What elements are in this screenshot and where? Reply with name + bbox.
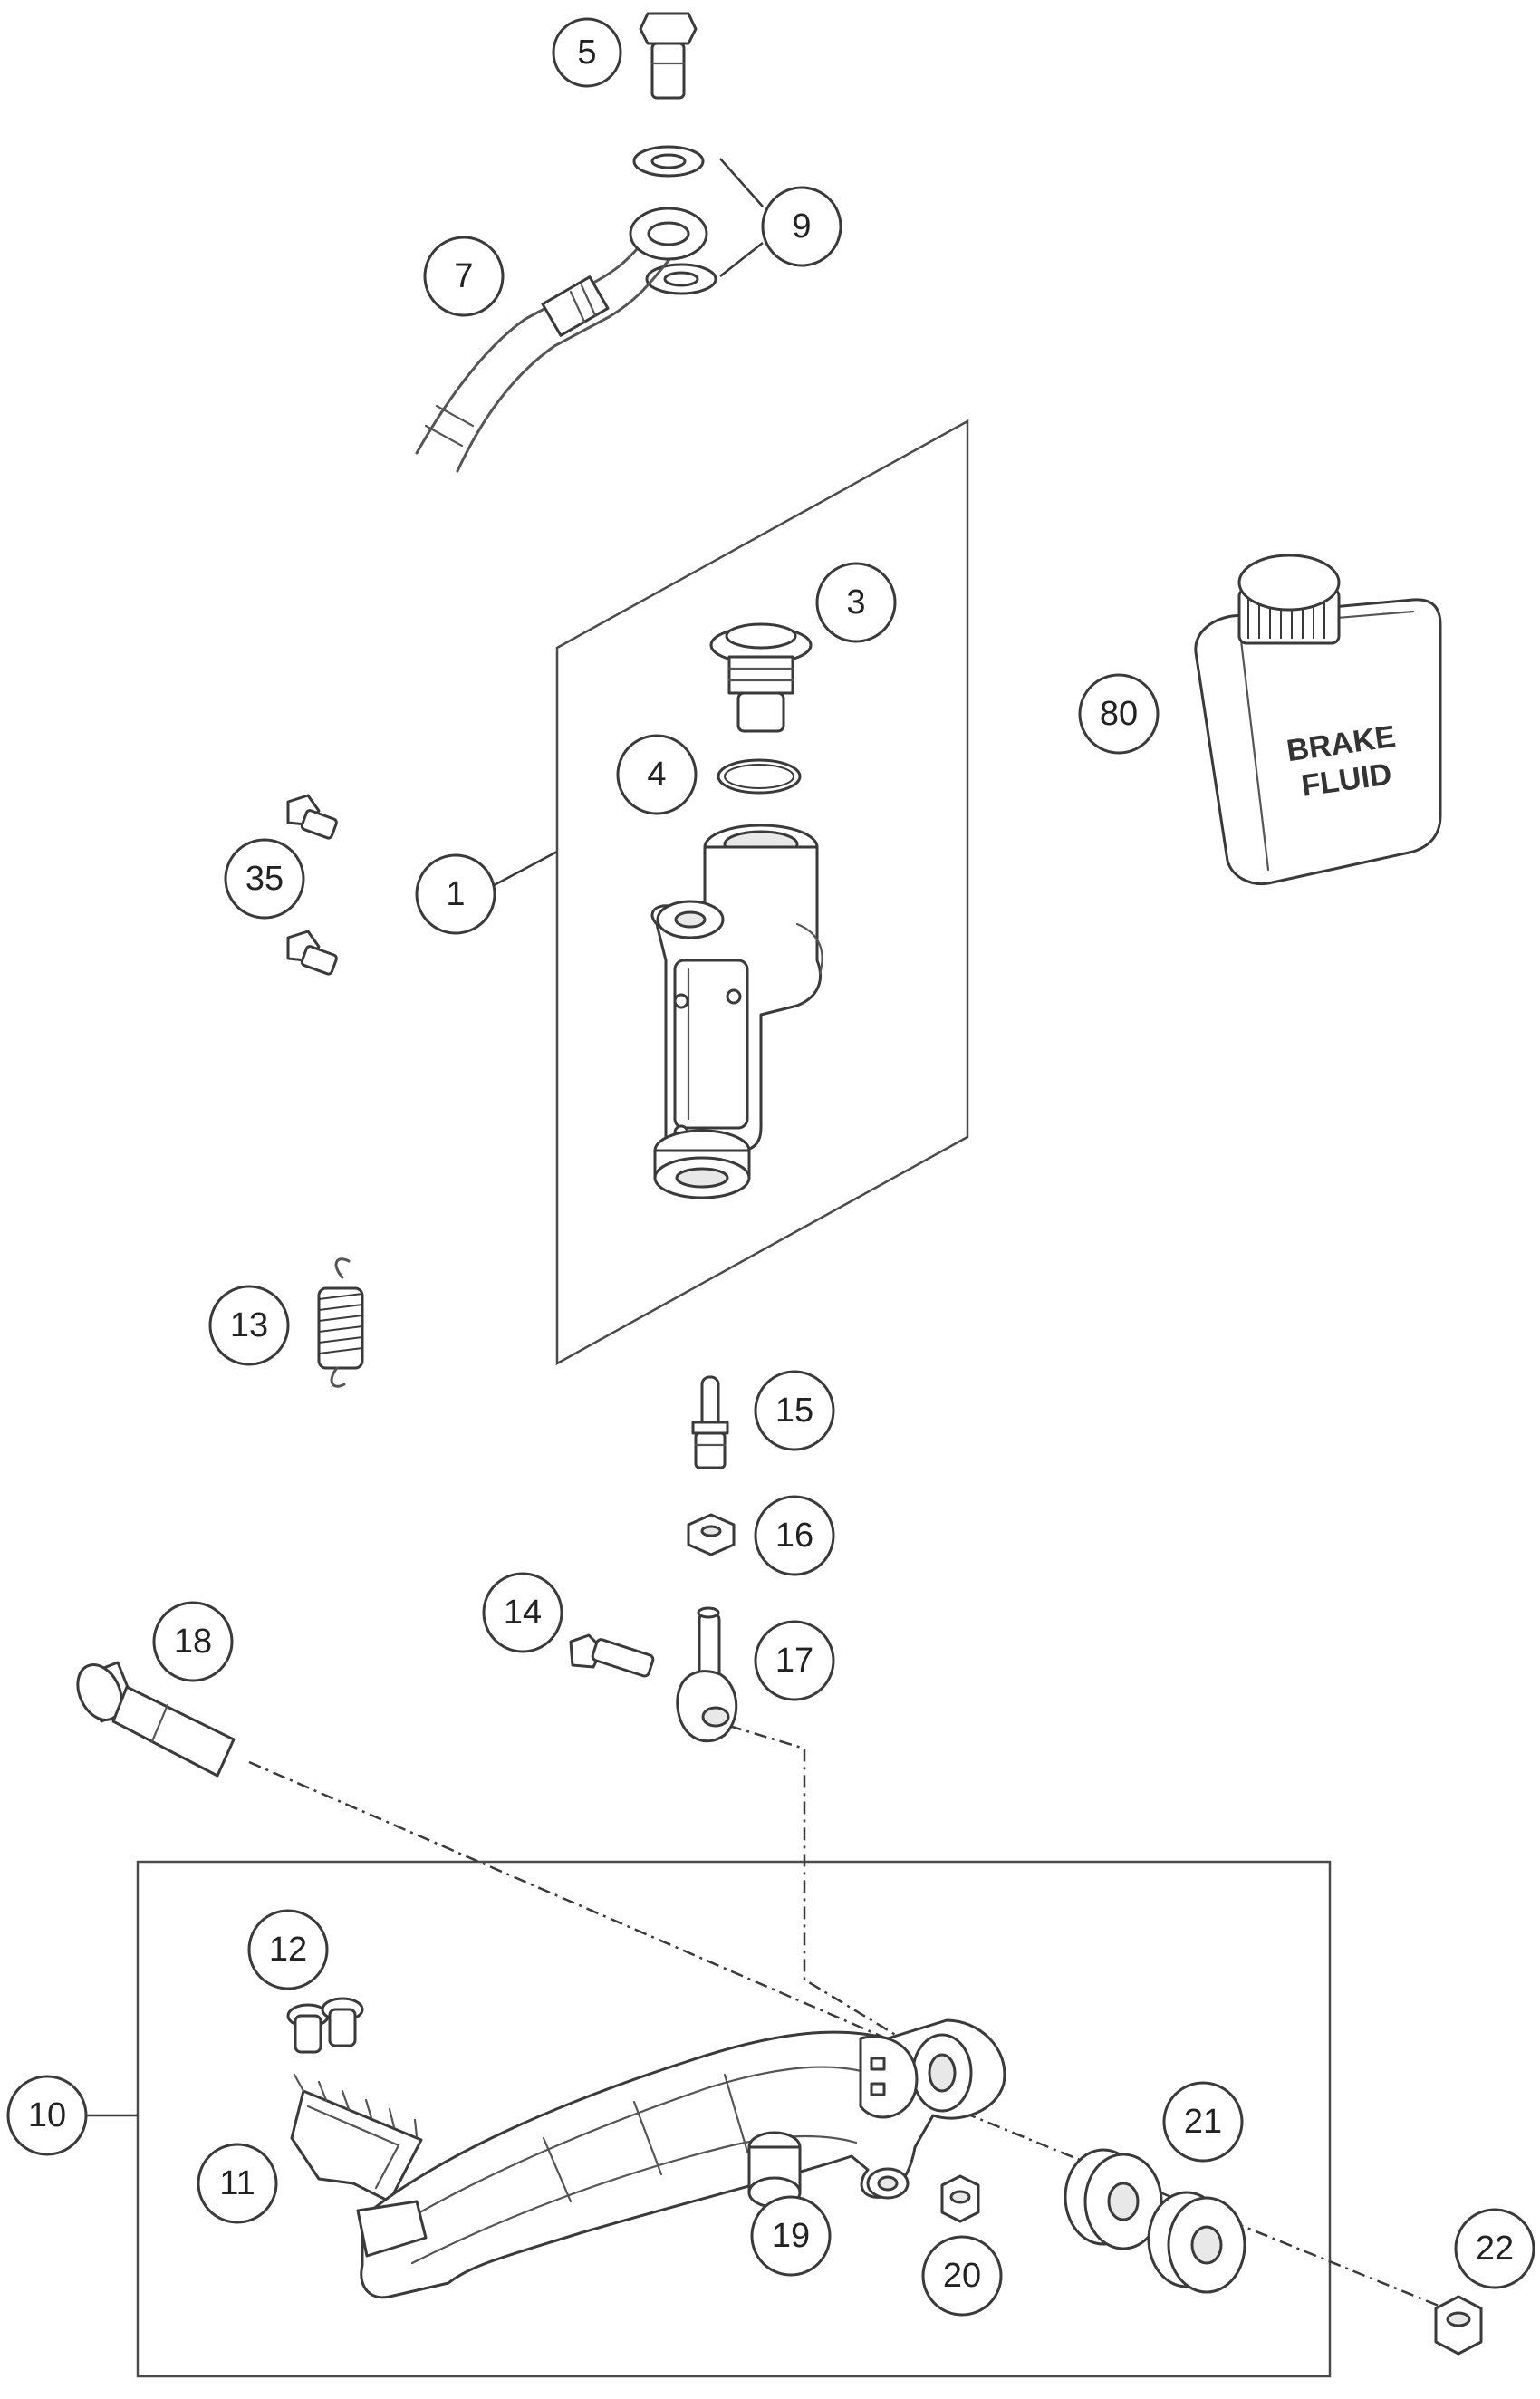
svg-text:35: 35 [245, 860, 284, 898]
svg-text:15: 15 [775, 1392, 813, 1430]
bearings-part [1064, 2148, 1246, 2294]
callout-11: 11 [197, 2143, 278, 2224]
svg-text:20: 20 [943, 2257, 981, 2295]
callout-4: 4 [616, 734, 698, 815]
callout-21: 21 [1162, 2081, 1244, 2163]
pedal-step-part [290, 2073, 423, 2203]
o-ring-part [717, 758, 802, 795]
collar-nut-part [1434, 2295, 1483, 2356]
callout-13: 13 [208, 1285, 290, 1366]
svg-text:5: 5 [577, 34, 596, 72]
callout-1: 1 [415, 853, 496, 935]
callout-5: 5 [552, 17, 622, 88]
svg-text:80: 80 [1100, 695, 1138, 733]
pivot-bolt-part [76, 1661, 236, 1778]
svg-text:7: 7 [454, 257, 473, 295]
brake-fluid-can-part: BRAKE FLUID [1194, 554, 1442, 886]
svg-text:17: 17 [775, 1642, 813, 1680]
callout-14: 14 [482, 1572, 563, 1653]
push-rod-part [691, 1375, 729, 1469]
svg-text:1: 1 [446, 875, 465, 913]
callout-80: 80 [1078, 673, 1160, 755]
svg-text:11: 11 [219, 2164, 255, 2202]
lock-nut-part [687, 1513, 736, 1556]
callout-3: 3 [815, 562, 897, 643]
callout-22: 22 [1454, 2208, 1535, 2289]
fork-head-part [676, 1606, 738, 1743]
svg-text:10: 10 [28, 2096, 66, 2134]
callout-15: 15 [754, 1370, 835, 1451]
banjo-bolt-part [639, 12, 698, 100]
callout-16: 16 [754, 1495, 835, 1576]
svg-text:4: 4 [647, 756, 666, 794]
master-cylinder-part [650, 824, 823, 1200]
pins-part [286, 1997, 364, 2054]
callout-18: 18 [152, 1601, 234, 1682]
callout-35: 35 [224, 838, 305, 920]
callout-12: 12 [247, 1909, 329, 1990]
brake-pedal-assembly-frame [136, 1860, 1332, 2378]
svg-text:18: 18 [174, 1623, 212, 1661]
callout-10: 10 [6, 2075, 88, 2156]
callout-20: 20 [921, 2235, 1003, 2317]
washer-nut-part [940, 2174, 980, 2223]
sealing-washers-part [632, 145, 717, 295]
brake-pedal-part [356, 2018, 1006, 2299]
svg-text:13: 13 [230, 1306, 268, 1344]
leader-lines [85, 158, 764, 2117]
svg-text:9: 9 [792, 207, 811, 246]
callout-19: 19 [750, 2195, 832, 2277]
svg-text:21: 21 [1184, 2103, 1222, 2141]
svg-text:14: 14 [504, 1594, 542, 1632]
svg-text:3: 3 [846, 583, 865, 621]
reservoir-cap-part [709, 622, 813, 733]
svg-text:19: 19 [772, 2217, 810, 2255]
callout-7: 7 [423, 236, 505, 317]
callout-17: 17 [754, 1620, 835, 1701]
svg-text:16: 16 [775, 1517, 813, 1555]
return-spring-part [317, 1257, 364, 1388]
svg-text:12: 12 [269, 1931, 307, 1969]
svg-text:22: 22 [1476, 2230, 1514, 2268]
brake-line-part [415, 207, 708, 473]
callout-9: 9 [761, 186, 842, 267]
master-cylinder-assembly-frame [555, 419, 969, 1366]
bolt-part [569, 1633, 655, 1678]
screws-part [286, 794, 338, 976]
